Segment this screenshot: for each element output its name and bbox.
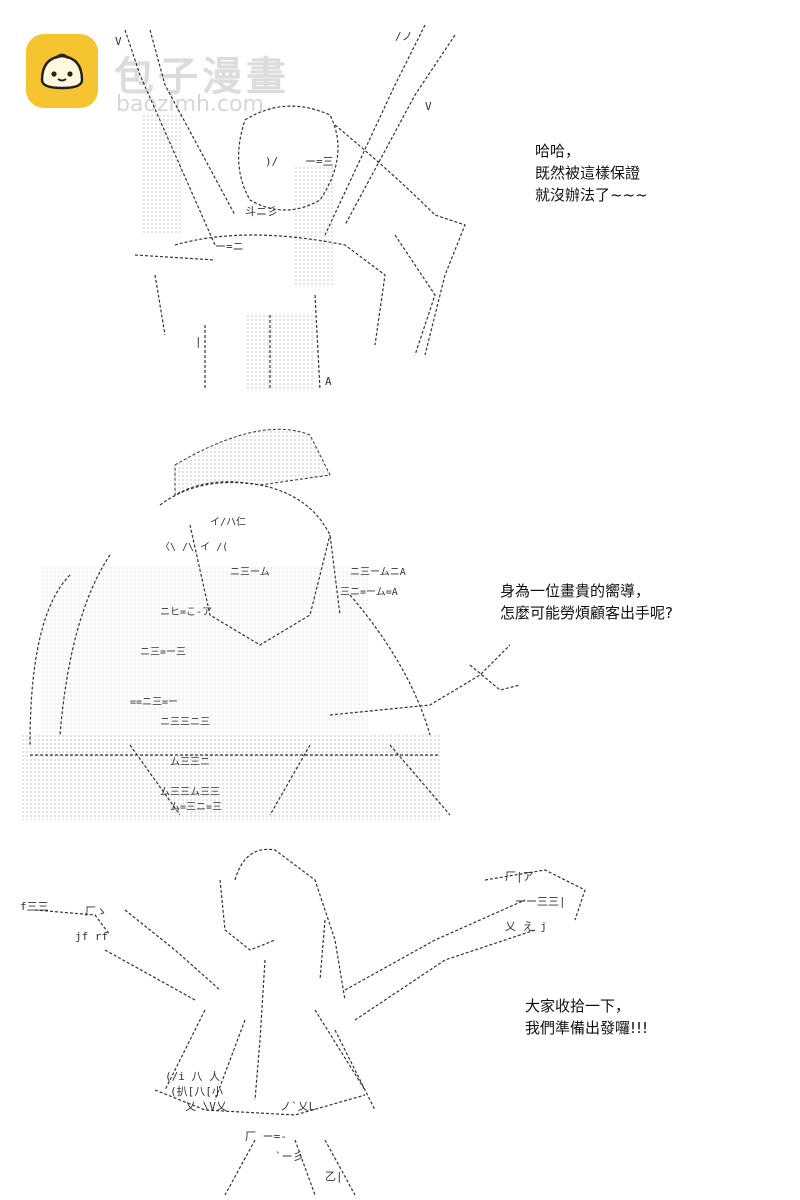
svg-text:乂 \V乂: 乂 \V乂	[185, 1100, 227, 1113]
svg-text:V: V	[425, 100, 432, 113]
svg-text:ー=三: ー=三	[305, 155, 334, 168]
svg-text:ム三三ニ: ム三三ニ	[170, 756, 210, 768]
svg-text:(扒[八[小: (扒[八[小	[170, 1084, 223, 1098]
svg-text:ニヒ=こ-ア: ニヒ=こ-ア	[160, 606, 212, 618]
ascii-art-figure-arms-spread: f三三 厂ゝ jf rf 厂|ア ーー三三| 乂 え j (/i 八 人 (扒[…	[15, 840, 605, 1200]
svg-text:ニ三ーム: ニ三ーム	[230, 566, 270, 578]
watermark-url: baozimh.com	[116, 92, 264, 117]
steamed-bun-icon	[26, 34, 98, 108]
svg-text:厂 ー=-: 厂 ー=-	[245, 1130, 287, 1143]
svg-text:ニ三=ー三: ニ三=ー三	[140, 647, 186, 658]
caption-panel-1: 哈哈， 既然被這樣保證 就沒辦法了~~~	[535, 140, 648, 206]
svg-text:(/i 八 人: (/i 八 人	[165, 1070, 220, 1083]
svg-text:jf rf: jf rf	[75, 930, 108, 943]
svg-text:〈\ /\ イ /(: 〈\ /\ イ /(	[160, 541, 228, 553]
svg-text:乙|: 乙|	[325, 1170, 343, 1183]
svg-text:ニ三ームニA: ニ三ームニA	[350, 566, 406, 578]
svg-text:三ニ=ーム=A: 三ニ=ーム=A	[340, 586, 398, 598]
svg-text:A: A	[325, 375, 332, 388]
svg-text:ム三三ム三三: ム三三ム三三	[160, 786, 220, 798]
svg-text:`ー彡: `ー彡	[275, 1150, 304, 1163]
svg-text:厂|ア: 厂|ア	[505, 870, 534, 883]
svg-text:ニ三三ニ三: ニ三三ニ三	[160, 717, 210, 728]
svg-text:ーー三三|: ーー三三|	[515, 895, 566, 908]
svg-text:ム=三ニ=三: ム=三ニ=三	[170, 801, 222, 813]
caption-line: 怎麼可能勞煩顧客出手呢?	[500, 604, 673, 622]
svg-text:ノ`乂L: ノ`乂L	[280, 1100, 316, 1113]
svg-text:イ/ハ仁: イ/ハ仁	[210, 516, 246, 528]
caption-panel-2: 身為一位畫貴的嚮導， 怎麼可能勞煩顧客出手呢?	[500, 580, 673, 624]
watermark-title: 包子漫畫	[114, 54, 290, 100]
ascii-art-figure-pointing: イ/ハ仁 〈\ /\ イ /( ニ三ーム ニ三ームニA 三ニ=ーム=A ニヒ=こ…	[10, 415, 525, 825]
svg-text:厂ゝ: 厂ゝ	[85, 905, 107, 918]
caption-line: 大家收拾一下，	[525, 997, 631, 1015]
caption-line: 哈哈，	[535, 142, 581, 160]
caption-panel-3: 大家收拾一下， 我們準備出發囉!!!	[525, 995, 648, 1039]
caption-line: 就沒辦法了~~~	[535, 186, 648, 204]
caption-line: 身為一位畫貴的嚮導，	[500, 582, 651, 600]
caption-line: 我們準備出發囉!!!	[525, 1019, 649, 1037]
svg-text:V: V	[115, 35, 122, 48]
svg-text:==ニ三=ー: ==ニ三=ー	[130, 697, 178, 708]
svg-text:f三三: f三三	[20, 900, 49, 913]
ascii-art-figure-arms-raised: /ノ V )/ ー=三 斗ニ彡 ー=ニ V | A	[95, 15, 480, 395]
svg-text:ー=ニ: ー=ニ	[215, 240, 244, 253]
svg-text:|: |	[195, 335, 202, 348]
svg-text:斗ニ彡: 斗ニ彡	[245, 205, 278, 218]
caption-line: 既然被這樣保證	[535, 164, 641, 182]
svg-text:乂 え j: 乂 え j	[505, 920, 547, 933]
svg-text:)/: )/	[265, 155, 278, 168]
svg-text:/ノ: /ノ	[395, 30, 413, 43]
